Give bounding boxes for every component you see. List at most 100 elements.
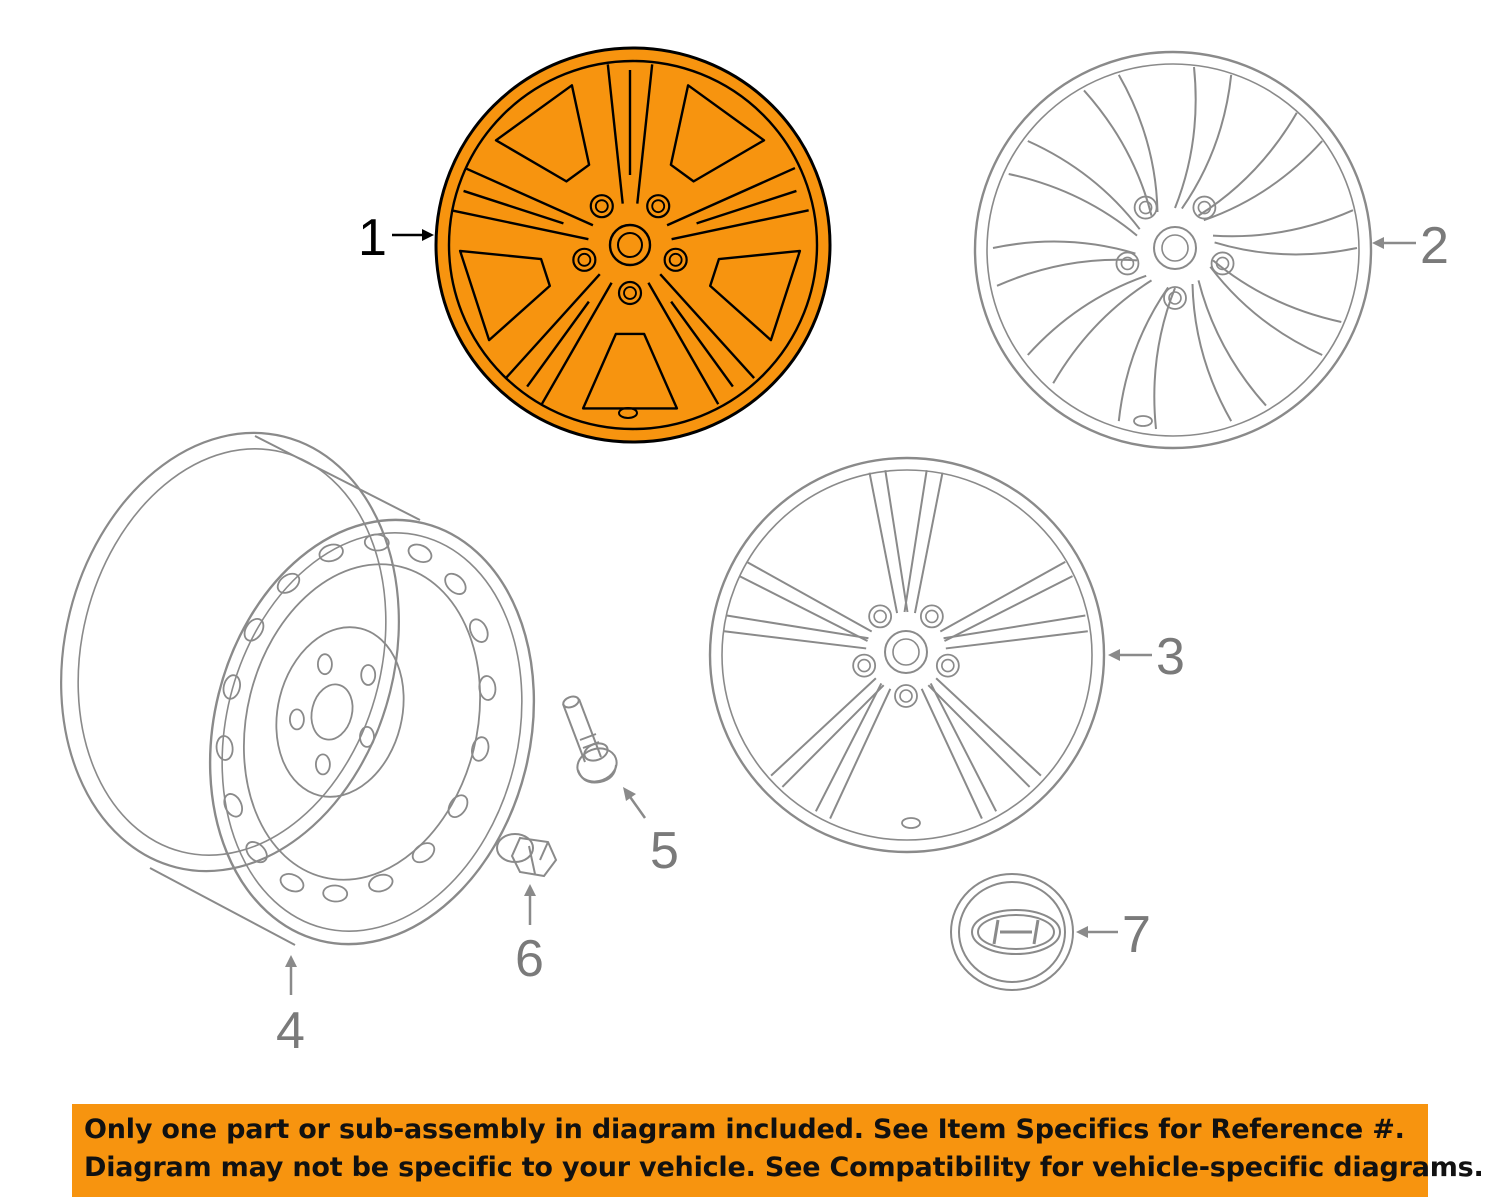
wheel-1-spoke-edge <box>671 209 809 241</box>
wheel-2-spoke <box>992 240 1136 255</box>
wheel-3-spokes <box>724 470 1088 819</box>
wheel-3-spoke-edge <box>944 575 1073 642</box>
wheel-2-spoke <box>1174 66 1197 209</box>
steel-wheel-vent-hole <box>411 842 436 864</box>
wheel-2-spoke <box>1197 112 1298 217</box>
wheel-1-spoke-edge <box>540 282 613 405</box>
wheel-3-spoke-edge <box>739 575 868 642</box>
steel-wheel-lug-hole <box>316 653 333 676</box>
wheel-3-lug-hole-inner <box>941 658 955 673</box>
wheel-1-spoke-edge <box>659 273 756 379</box>
wheel-2-spoke <box>1052 279 1153 384</box>
wheel-2-spoke <box>1153 287 1176 430</box>
wheel-2-spoke <box>1083 89 1153 216</box>
steel-wheel-lug-holes <box>288 653 377 776</box>
wheel-1-lug-hole-inner <box>594 199 609 214</box>
callout-arrowhead-5 <box>623 787 636 801</box>
wheel-1-spokes <box>447 59 819 431</box>
wheel-3-lug-hole <box>935 653 960 678</box>
wheel-3-spoke-edge <box>920 688 983 819</box>
wheel-2-spoke <box>1008 173 1138 237</box>
wheel-2-spoke <box>1117 286 1169 422</box>
wheel-3-spoke-edge <box>903 470 928 613</box>
wheel-1-lug-hole-inner <box>668 252 683 267</box>
callout-arrowhead-3 <box>1108 649 1120 661</box>
steel-wheel-vent-hole <box>243 617 265 642</box>
disclaimer-line-1: Only one part or sub-assembly in diagram… <box>84 1114 1405 1145</box>
wheel-2-lug-hole <box>1163 286 1187 310</box>
wheel-3-lug-hole-inner <box>857 658 871 673</box>
wheel-1-lug-hole <box>617 280 643 306</box>
wheel-1-window <box>581 332 679 410</box>
wheel-3-spoke-edge <box>929 683 998 812</box>
wheel-3-hub-inner <box>892 638 920 666</box>
part-7-center-cap[interactable] <box>950 873 1074 991</box>
callout-arrowhead-7 <box>1076 926 1088 938</box>
steel-wheel-vent-hole <box>363 533 390 552</box>
part-3-wheel[interactable] <box>708 456 1106 854</box>
wheel-1-spoke-edge <box>464 166 594 227</box>
wheel-1-rim-inner <box>447 59 819 431</box>
part-5-wheel-stud[interactable] <box>562 695 621 787</box>
steel-wheel-vent-hole <box>223 793 244 818</box>
wheel-3-spoke-edge <box>770 677 877 777</box>
disclaimer-banner: Only one part or sub-assembly in diagram… <box>72 1104 1484 1197</box>
center-cap-inner <box>958 881 1066 983</box>
callout-label-1[interactable]: 1 <box>358 209 387 267</box>
part-1-wheel[interactable] <box>434 46 832 444</box>
callout-arrowhead-1 <box>422 229 434 241</box>
wheel-1-lug-holes <box>572 194 688 306</box>
wheel-1-hub <box>608 223 652 267</box>
callout-label-7[interactable]: 7 <box>1122 906 1151 964</box>
callout-label-2[interactable]: 2 <box>1420 217 1449 275</box>
wheel-3-lug-hole <box>852 653 877 678</box>
wheel-2-spoke <box>1209 266 1323 356</box>
steel-wheel-vent-hole <box>318 543 344 563</box>
wheel-2-spoke <box>1181 74 1233 210</box>
steel-wheel-lug-hole <box>360 664 377 686</box>
wheel-2-spoke <box>1197 280 1267 407</box>
wheel-3-lug-hole-inner <box>925 609 939 624</box>
steel-wheel-front-rim-inner <box>221 532 523 932</box>
wheel-3-spoke-edge <box>726 614 869 640</box>
steel-wheel-barrel-top <box>254 435 421 521</box>
wheel-1-spoke-edge <box>666 166 796 227</box>
wheel-3-spoke-edge <box>829 688 892 819</box>
steel-wheel-vent-hole <box>222 674 241 700</box>
wheel-1-lug-hole <box>663 247 688 272</box>
part-2-wheel[interactable] <box>973 50 1373 450</box>
part-4-steel-wheel[interactable] <box>16 397 577 979</box>
steel-wheel-vent-hole <box>368 873 394 893</box>
callout-label-3[interactable]: 3 <box>1156 628 1185 686</box>
steel-wheel-vent-hole <box>447 794 469 819</box>
callout-label-5[interactable]: 5 <box>650 822 679 880</box>
callout-label-4[interactable]: 4 <box>276 1002 305 1060</box>
wheel-3-spoke-edge <box>868 472 899 614</box>
steel-wheel-vent-hole <box>215 735 234 761</box>
wheel-3-spoke-edge <box>935 677 1042 777</box>
wheel-3-valve-hole <box>901 817 921 829</box>
wheel-1-lug-hole-inner <box>623 286 637 300</box>
parts-diagram: 1 2 3 4 <box>16 46 1449 1060</box>
wheel-1-lug-hole <box>646 194 671 219</box>
wheel-2-lug-hole-inner <box>1168 291 1182 305</box>
callout-arrowhead-2 <box>1372 237 1384 249</box>
part-6-lug-nut[interactable] <box>496 833 558 878</box>
wheel-2-spokes <box>992 66 1358 430</box>
wheel-2-lug-hole-inner <box>1215 256 1230 271</box>
wheel-2-spoke <box>996 258 1138 287</box>
callout-arrowhead-6 <box>524 884 536 896</box>
steel-wheel-vent-hole <box>478 675 497 701</box>
steel-wheel-vent-hole <box>468 618 489 643</box>
wheel-3-spoke-edge <box>913 472 944 614</box>
wheel-3-lug-hole <box>894 684 918 708</box>
wheel-3-spoke-edge <box>814 683 883 812</box>
wheel-3-rim-inner <box>721 469 1093 841</box>
wheel-1-spoke-edge <box>504 273 601 379</box>
wheel-2-valve-hole <box>1133 415 1153 427</box>
steel-wheel-vent-hole <box>276 572 301 594</box>
wheel-3-rim <box>708 456 1106 854</box>
callout-label-6[interactable]: 6 <box>515 930 544 988</box>
wheel-3-lug-hole-inner <box>873 609 887 624</box>
steel-wheel-dish <box>242 563 482 881</box>
